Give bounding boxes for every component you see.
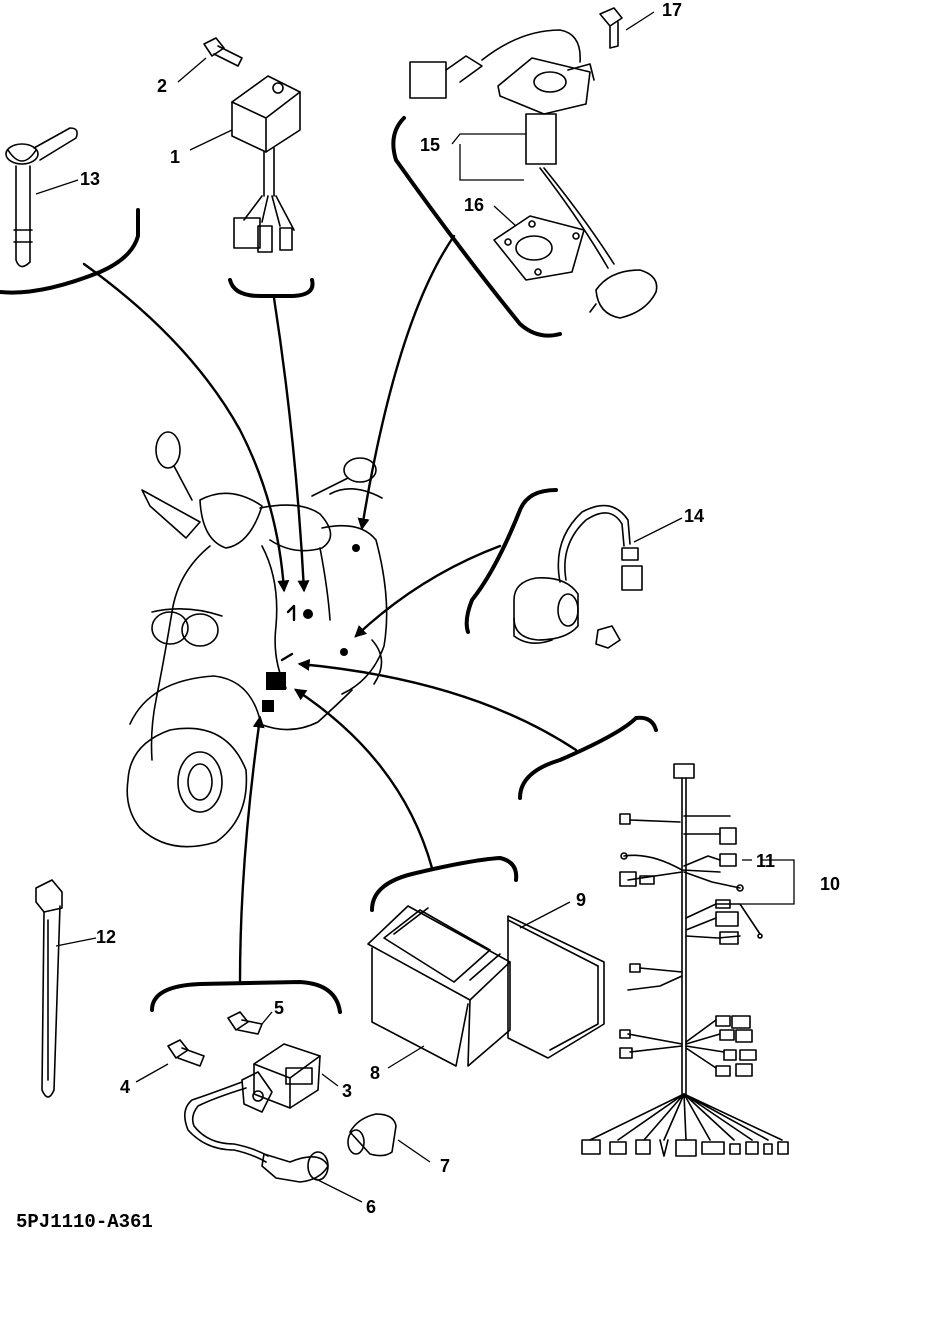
part-6-plug-lead: [184, 1081, 329, 1183]
callout-10: 10: [820, 874, 840, 894]
callout-8: 8: [370, 1063, 380, 1083]
callout-7: 7: [440, 1156, 450, 1176]
part-8-battery: [367, 905, 511, 1067]
callout-12: 12: [96, 927, 116, 947]
callout-3: 3: [342, 1081, 352, 1101]
part-17-screw: [599, 7, 623, 49]
scooter-component-marks: [262, 544, 360, 712]
callout-11: 11: [756, 851, 775, 871]
part-4-bolt: [167, 1039, 205, 1067]
part-9-battery-cover: [507, 915, 605, 1059]
callout-13: 13: [80, 169, 100, 189]
callout-16: 16: [464, 195, 484, 215]
part-5-bolt: [227, 1011, 263, 1035]
callout-15: 15: [420, 135, 440, 155]
part-14-starter-relay: [513, 504, 643, 649]
scooter-outline: [126, 431, 388, 848]
callout-numbers: 1 2 3 4 5 6 7 8 9 10 11 12 13 14 15 16 1…: [80, 0, 840, 1217]
part-1-cdi-unit: [231, 75, 301, 253]
part-13-spark-plug-cap: [5, 127, 78, 268]
callout-2: 2: [157, 76, 167, 96]
callout-4: 4: [120, 1077, 130, 1097]
arrow-leaders: [82, 234, 578, 984]
diagram-code: 5PJ1110-A361: [16, 1211, 153, 1233]
part-16-gasket: [493, 215, 585, 281]
callout-14: 14: [684, 506, 704, 526]
part-7-cap: [347, 1113, 397, 1157]
callout-17: 17: [662, 0, 682, 20]
callout-6: 6: [366, 1197, 376, 1217]
callout-9: 9: [576, 890, 586, 910]
callout-1: 1: [170, 147, 180, 167]
part-12-cable-tie: [35, 879, 63, 1098]
callout-brackets: [0, 116, 658, 1014]
part-10-wire-harness: [581, 763, 789, 1157]
part-3-ignition-coil: [241, 1043, 321, 1113]
callout-5: 5: [274, 998, 284, 1018]
part-2-bolt: [203, 37, 243, 67]
part-15-fuel-sender-unit: [409, 29, 658, 319]
callout-leaders: [35, 11, 795, 1203]
